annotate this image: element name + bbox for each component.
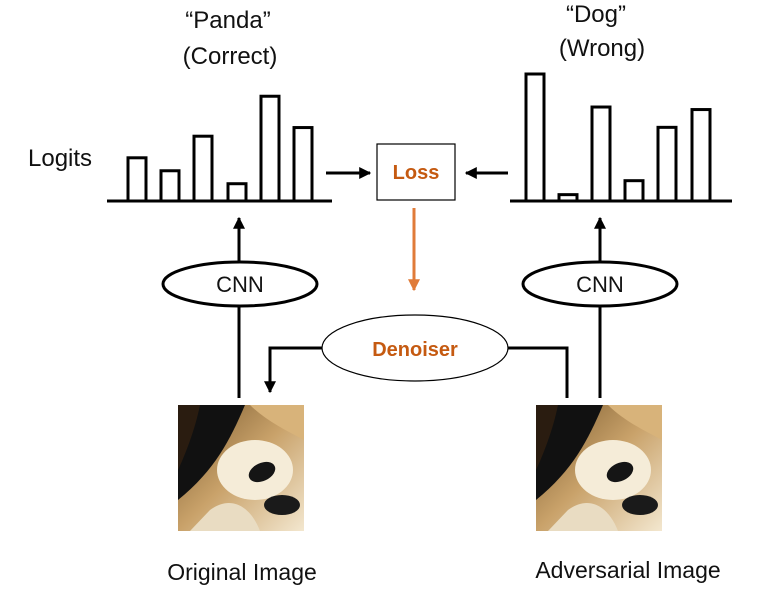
original-image-caption: Original Image — [167, 559, 317, 585]
denoiser-label: Denoiser — [372, 339, 458, 361]
left-logit-bar — [159, 169, 181, 203]
left-logit-bar — [226, 182, 248, 203]
left-logit-bar — [126, 156, 148, 203]
right-class-label: “Dog” — [566, 1, 626, 28]
right-class-status: (Wrong) — [559, 35, 645, 62]
right-logit-bar — [524, 72, 546, 203]
right-logit-bars — [524, 72, 712, 203]
right-cnn-label: CNN — [576, 272, 624, 297]
adversarial-image-caption: Adversarial Image — [535, 557, 720, 583]
left-class-status: (Correct) — [183, 43, 278, 70]
loss-box — [376, 143, 456, 201]
denoiser-to-original-arrow — [264, 346, 322, 394]
logits-label: Logits — [28, 145, 92, 172]
left-logit-bar — [292, 126, 314, 203]
right-logit-bar — [690, 108, 712, 203]
loss-label: Loss — [393, 162, 440, 184]
left-logit-bars — [126, 94, 314, 203]
right-logit-bar — [656, 125, 678, 203]
left-class-label: “Panda” — [185, 7, 270, 34]
original-panda-image — [178, 405, 304, 531]
left-logit-bar — [192, 134, 214, 203]
right-logit-bar — [623, 179, 645, 203]
adversarial-panda-image — [536, 405, 662, 531]
adversarial-to-denoiser-line — [508, 346, 569, 398]
right-logit-bar — [590, 105, 612, 203]
left-cnn-label: CNN — [216, 272, 264, 297]
left-logit-bar — [259, 94, 281, 203]
